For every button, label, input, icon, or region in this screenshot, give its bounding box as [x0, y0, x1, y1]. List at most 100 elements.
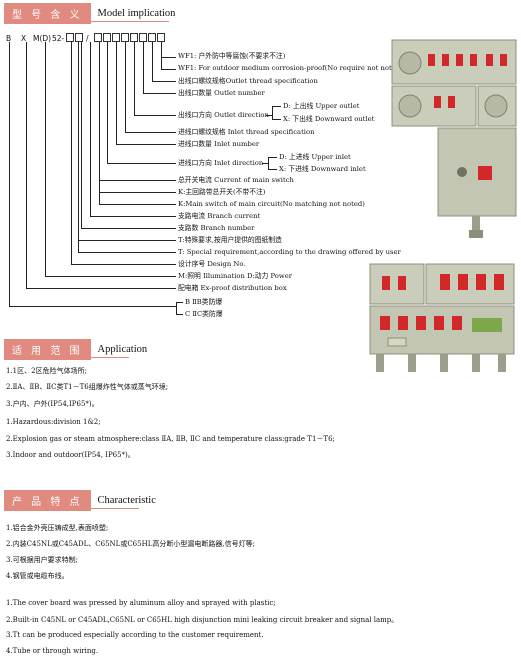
characteristic-cn-line-3: 3.可根据用户要求特制;: [6, 556, 79, 564]
diagram-leader-line: [143, 93, 176, 94]
label-class-b: B ⅡB类防爆: [185, 298, 223, 306]
model-section-badge: 型 号 含 义: [4, 3, 91, 24]
code-box: [130, 33, 138, 42]
application-en-line-1: 1.Hazardous:division 1&2;: [6, 418, 101, 426]
characteristic-cn-line-2: 2.内装C45NL或C45ADL、C65NL或C65HL高分断小型漏电断路器,信…: [6, 540, 255, 548]
diagram-leader-line: [125, 42, 126, 132]
model-section-header: 型 号 含 义 Model implication: [4, 3, 175, 24]
application-cn-line-2: 2.ⅡA、ⅡB、ⅡC类T1－T6组爆炸性气体或蒸气环境;: [6, 383, 169, 391]
diagram-leader-line: [9, 42, 10, 306]
code-box: [66, 33, 74, 42]
application-section-badge: 适 用 范 围: [4, 339, 91, 360]
diagram-leader-line: [268, 169, 277, 170]
application-cn-line-3: 3.户内、户外(IP54,IP65*)。: [6, 400, 99, 408]
diagram-leader-line: [99, 180, 176, 181]
characteristic-section-underline: [4, 508, 139, 509]
label-special-cn: T:特殊要求,按用户提供的图纸制造: [178, 236, 282, 244]
label-inlet-direction: 进线口方向 Inlet direction: [178, 159, 264, 167]
diagram-leader-line: [266, 115, 272, 116]
application-section-header: 适 用 范 围 Application: [4, 339, 147, 360]
characteristic-section-title: Characteristic: [97, 495, 156, 506]
diagram-leader-line: [45, 42, 46, 276]
label-outlet-thread: 出线口螺纹规格Outlet thread specification: [178, 77, 318, 85]
code-b: B: [6, 34, 12, 43]
label-outlet-upper: D: 上出线 Upper outlet: [283, 102, 360, 110]
diagram-leader-line: [176, 302, 177, 314]
characteristic-en-line-2: 2.Built-in C45NL or C45ADL,C65NL or C65H…: [6, 616, 399, 624]
diagram-leader-line: [99, 42, 100, 204]
diagram-leader-line: [78, 240, 176, 241]
label-distribution-box: 配电箱 Ex-proof distribution box: [178, 284, 287, 292]
label-main-switch-cn: K:主回路带总开关(不带不注): [178, 188, 266, 196]
diagram-leader-line: [78, 252, 176, 253]
code-52: 52-: [52, 34, 65, 43]
diagram-leader-line: [161, 57, 176, 58]
label-branch-current: 支路电流 Branch current: [178, 212, 261, 220]
diagram-leader-line: [26, 288, 176, 289]
diagram-leader-line: [262, 163, 268, 164]
diagram-leader-line: [152, 81, 176, 82]
label-inlet-down: X: 下进线 Downward inlet: [279, 165, 366, 173]
diagram-leader-line: [99, 192, 176, 193]
code-box: [112, 33, 120, 42]
diagram-leader-line: [272, 106, 273, 119]
application-en-line-2: 2.Explosion gas or steam atmosphere:clas…: [6, 435, 335, 443]
diagram-leader-line: [81, 228, 176, 229]
application-section-title: Application: [97, 344, 148, 355]
diagram-leader-line: [99, 204, 176, 205]
characteristic-en-line-3: 3.Tt can be produced especially accordin…: [6, 631, 264, 639]
code-x: X: [21, 34, 27, 43]
model-section-underline: [4, 21, 169, 22]
diagram-leader-line: [116, 144, 176, 145]
label-outlet-down: X: 下出线 Downward outlet: [283, 115, 375, 123]
diagram-leader-line: [71, 42, 72, 264]
diagram-leader-line: [272, 106, 281, 107]
label-outlet-direction: 出线口方向 Outlet direction: [178, 111, 269, 119]
characteristic-section-badge: 产 品 特 点: [4, 490, 91, 511]
diagram-leader-line: [125, 132, 176, 133]
label-class-c: C ⅡC类防爆: [185, 310, 223, 318]
diagram-leader-line: [143, 42, 144, 93]
label-wf1-cn: WF1: 户外防中等腐蚀(不要求不注): [178, 52, 286, 60]
diagram-leader-line: [176, 302, 183, 303]
diagram-leader-line: [90, 42, 91, 216]
diagram-leader-line: [116, 42, 117, 144]
diagram-leader-line: [134, 115, 176, 116]
characteristic-en-line-1: 1.The cover board was pressed by aluminu…: [6, 599, 276, 607]
label-outlet-number: 出线口数量 Outlet number: [178, 89, 265, 97]
diagram-leader-line: [134, 42, 135, 115]
code-box: [103, 33, 111, 42]
model-section-title: Model implication: [97, 8, 176, 19]
diagram-leader-line: [107, 42, 108, 163]
diagram-leader-line: [78, 42, 79, 252]
code-box: [94, 33, 102, 42]
code-slash: /: [86, 34, 89, 43]
diagram-leader-line: [152, 42, 153, 81]
label-inlet-number: 进线口数量 Inlet number: [178, 140, 260, 148]
label-inlet-thread: 进线口螺纹规格 Inlet thread specification: [178, 128, 315, 136]
diagram-leader-line: [161, 69, 176, 70]
code-box: [121, 33, 129, 42]
label-inlet-upper: D: 上进线 Upper inlet: [279, 153, 351, 161]
diagram-leader-line: [176, 314, 183, 315]
diagram-leader-line: [71, 264, 176, 265]
code-box: [148, 33, 156, 42]
label-branch-number: 支路数 Branch number: [178, 224, 255, 232]
diagram-leader-line: [45, 276, 176, 277]
code-box: [139, 33, 147, 42]
application-en-line-3: 3.Indoor and outdoor(IP54, IP65*)。: [6, 451, 135, 459]
characteristic-cn-line-4: 4.钢管或电缆布线。: [6, 572, 69, 580]
distribution-box-photo-1: [391, 39, 517, 238]
diagram-leader-line: [9, 306, 176, 307]
code-box: [75, 33, 83, 42]
label-wf1-en: WF1: For outdoor medium corrosion-proof(…: [178, 64, 403, 72]
label-illum-power: M:照明 Illumination D:动力 Power: [178, 272, 292, 280]
code-md: M(D): [33, 34, 52, 43]
label-main-switch-en: K:Main switch of main circuit(No matchin…: [178, 200, 365, 208]
diagram-leader-line: [107, 163, 176, 164]
characteristic-en-line-4: 4.Tube or through wiring.: [6, 647, 99, 655]
code-box: [157, 33, 165, 42]
diagram-leader-line: [81, 42, 82, 228]
diagram-leader-line: [90, 216, 176, 217]
characteristic-cn-line-1: 1.铝合金外壳压铸成型,表面喷塑;: [6, 524, 109, 532]
